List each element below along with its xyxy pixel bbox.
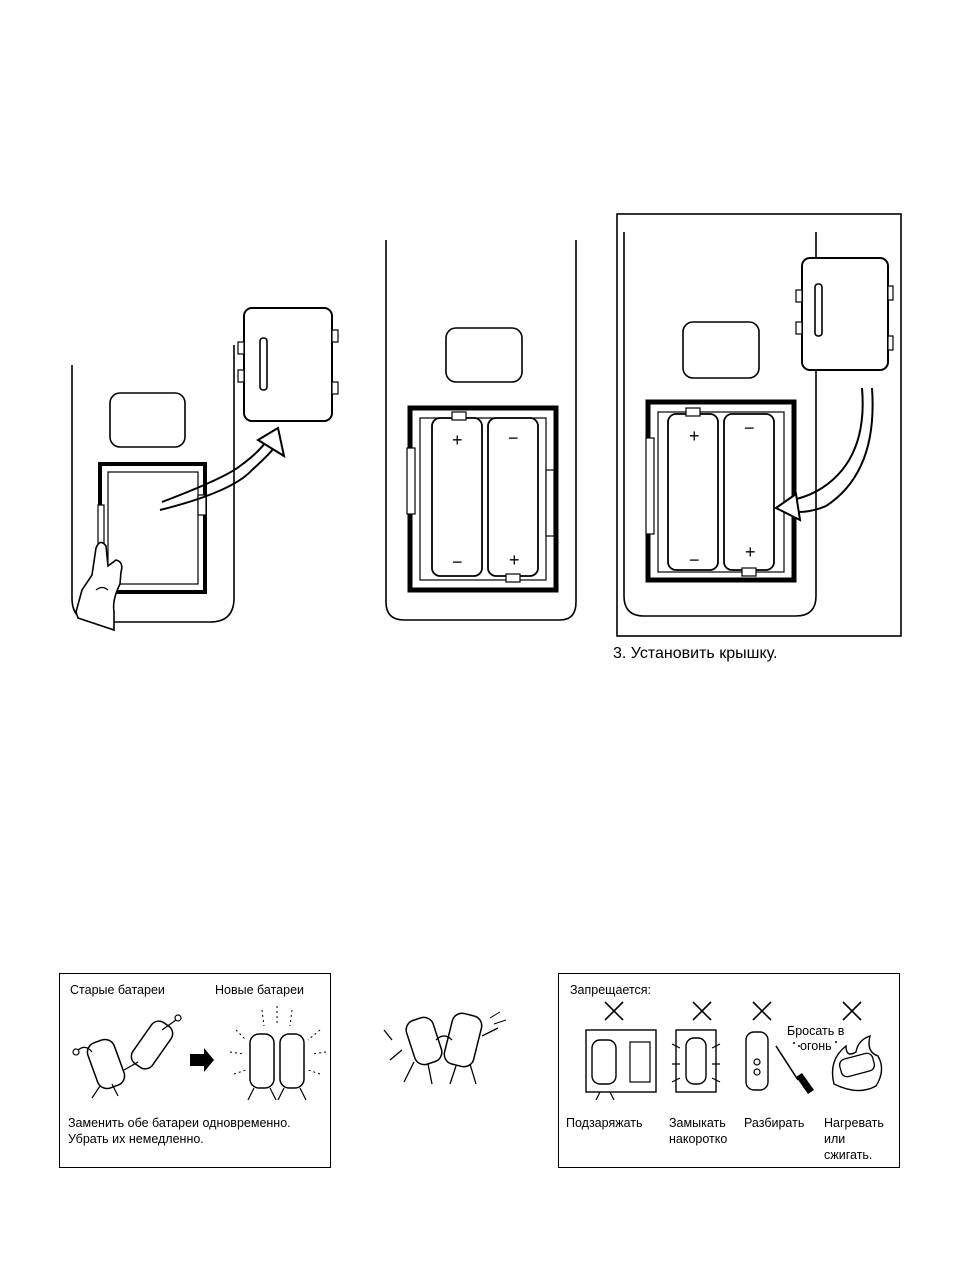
prohibited-item-short-circuit-line-1: Замыкать [669, 1116, 726, 1130]
prohibited-item-short-circuit-line-2: накоротко [669, 1132, 727, 1146]
prohibited-item-heat-line-1: Нагревать [824, 1116, 884, 1130]
battery-icon [384, 1015, 444, 1084]
cross-icon [693, 1002, 711, 1020]
battery-icon [248, 1034, 276, 1100]
fire-label-line-2: огонь [800, 1039, 832, 1053]
battery-minus-mark: − [452, 552, 463, 572]
cross-icon [753, 1002, 771, 1020]
battery-icon [73, 1037, 127, 1098]
arrow-icon [190, 1048, 214, 1072]
battery-plus-mark: + [452, 430, 463, 450]
new-batteries-label: Новые батареи [215, 983, 304, 997]
prohibited-item-heat-line-2: или [824, 1132, 845, 1146]
prohibited-item-disassemble: Разбирать [744, 1116, 804, 1130]
arrow-icon [160, 428, 284, 510]
battery-minus-mark: − [508, 428, 519, 448]
battery-plus-mark: + [689, 426, 700, 446]
hand-icon [76, 542, 122, 630]
battery-icon [442, 1011, 506, 1084]
battery-icon [124, 1015, 181, 1072]
mixed-batteries-illustration [380, 1005, 515, 1090]
step3-caption: 3. Установить крышку. [613, 645, 777, 663]
cross-icon [843, 1002, 861, 1020]
figure-open-lid [60, 300, 350, 640]
battery-minus-mark: − [689, 550, 700, 570]
battery-plus-mark: + [509, 550, 520, 570]
figure-batteries-inserted: + − − + [380, 235, 580, 625]
battery-icon [278, 1034, 306, 1100]
fire-icon [833, 1036, 882, 1091]
fire-label-line-1: Бросать в [787, 1024, 844, 1038]
battery-icon [746, 1032, 768, 1090]
arrow-icon [776, 388, 873, 520]
old-batteries-label: Старые батареи [70, 983, 165, 997]
prohibited-actions-illustration [562, 995, 898, 1105]
figure-attach-lid: + − − + [612, 208, 907, 642]
instruction-line-2: Убрать их немедленно. [68, 1132, 204, 1146]
cross-icon [605, 1002, 623, 1020]
battery-plus-mark: + [745, 542, 756, 562]
prohibited-item-heat-line-3: сжигать. [824, 1148, 872, 1162]
battery-characters-illustration [64, 1000, 328, 1110]
battery-minus-mark: − [744, 418, 755, 438]
prohibited-item-recharge: Подзаряжать [566, 1116, 643, 1130]
battery-icon [586, 1030, 656, 1100]
battery-icon [672, 1030, 720, 1092]
instruction-line-1: Заменить обе батареи одновременно. [68, 1116, 291, 1130]
